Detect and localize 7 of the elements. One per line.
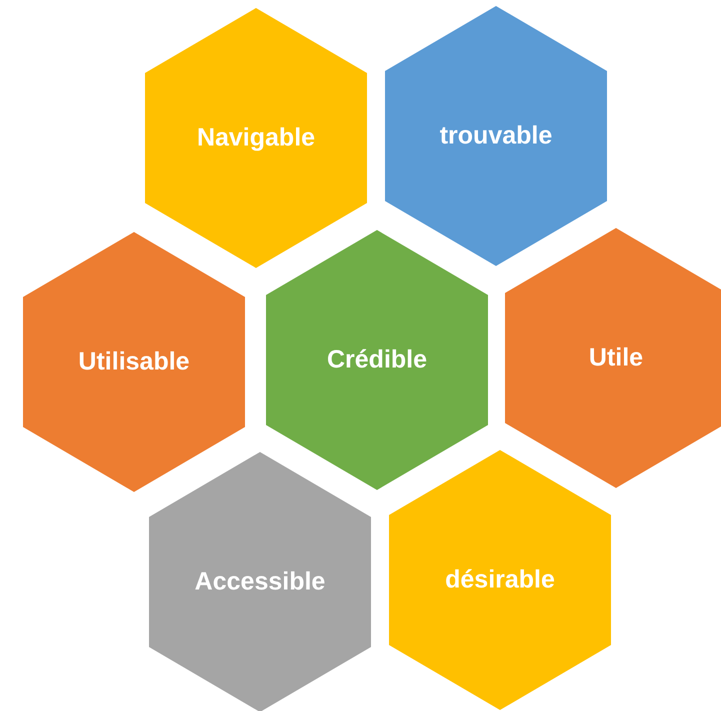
tile-label: Navigable xyxy=(196,124,316,152)
tile-label: désirable xyxy=(445,566,555,594)
tile-label: Utilisable xyxy=(78,348,190,376)
tile-label: Accessible xyxy=(194,568,326,596)
tile-label: trouvable xyxy=(440,122,552,150)
tile-label: Crédible xyxy=(326,346,428,374)
tile-label: Utile xyxy=(588,344,644,372)
